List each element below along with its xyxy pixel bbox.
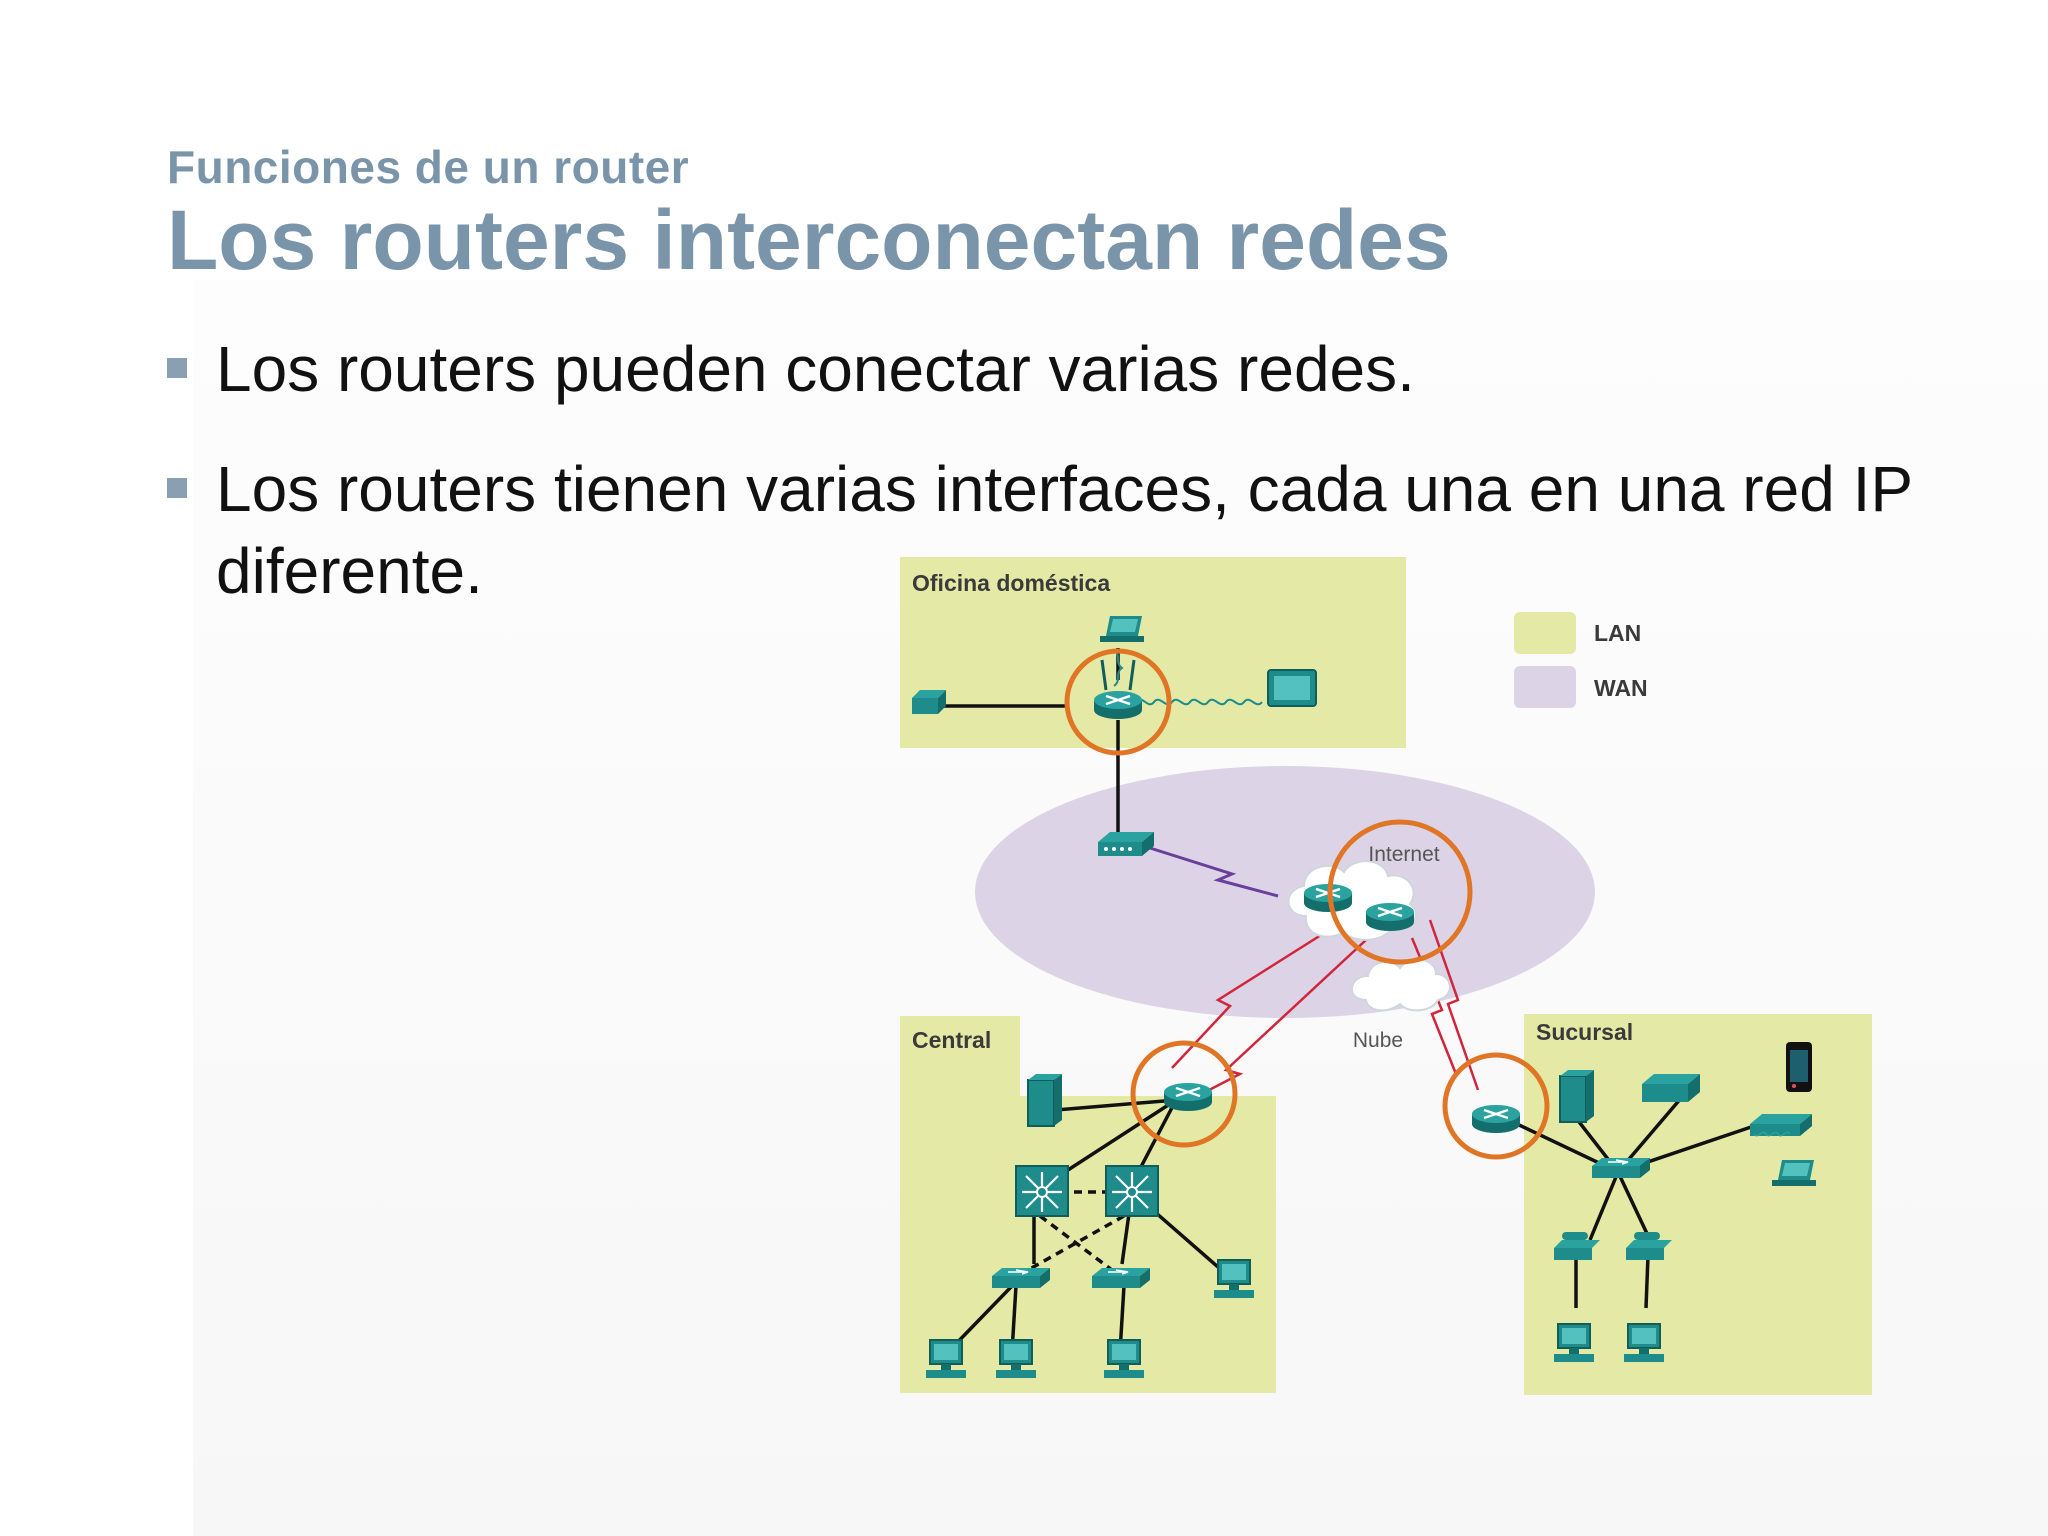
printer-icon: [1642, 1074, 1700, 1102]
wireless-link: [1113, 649, 1124, 687]
branch-router-icon: [1470, 1103, 1522, 1135]
zone-label-home: Oficina doméstica: [912, 570, 1110, 596]
legend-wan-label: WAN: [1594, 675, 1648, 701]
pc-icon: [1553, 1323, 1595, 1363]
tablet-icon: [1267, 669, 1317, 707]
zone-label-central: Central: [912, 1027, 991, 1053]
cloud-icon: [1351, 958, 1451, 1012]
bullet-square-icon: [167, 478, 187, 498]
bullet-square-icon: [167, 358, 187, 378]
bullet-list: Los routers pueden conectar varias redes…: [167, 328, 1912, 650]
dsl-modem-icon: [1098, 832, 1154, 856]
wireless-access-point-icon: [1750, 1114, 1812, 1137]
legend-lan-swatch: [1514, 612, 1576, 654]
wan-link-home: [1149, 846, 1279, 898]
lan-zone-home: [900, 557, 1406, 748]
internet-label: Internet: [1368, 843, 1439, 866]
central-router-icon: [1162, 1081, 1214, 1113]
pc-icon: [995, 1339, 1037, 1379]
pc-icon: [1103, 1339, 1145, 1379]
pc-icon: [1213, 1259, 1255, 1299]
legend-wan-swatch: [1514, 666, 1576, 708]
switch-icon: [1591, 1157, 1651, 1179]
cloud-label: Nube: [1353, 1029, 1403, 1052]
wireless-router-icon: [1092, 659, 1144, 721]
lan-zone-central: [900, 1016, 1276, 1393]
network-diagram: LAN WAN Oficina doméstica Central Sucurs…: [900, 557, 1872, 1395]
smartphone-icon: [1786, 1042, 1812, 1092]
pc-icon: [1623, 1323, 1665, 1363]
wireless-link: [1137, 698, 1263, 706]
bullet-item: Los routers tienen varias interfaces, ca…: [167, 448, 1936, 612]
bullet-item: Los routers pueden conectar varias redes…: [167, 328, 1867, 410]
bullet-text: Los routers pueden conectar varias redes…: [216, 333, 1415, 405]
slide-subtitle: Funciones de un router: [167, 141, 690, 193]
cable-modem-icon: [912, 690, 946, 714]
internet-router-icon: [1364, 901, 1416, 933]
wan-zone: [975, 766, 1595, 1018]
server-icon: [1559, 1069, 1595, 1123]
bullet-text: Los routers tienen varias interfaces, ca…: [216, 453, 1912, 607]
slide-title: Los routers interconectan redes: [167, 193, 1451, 287]
router-highlight-rings: [1064, 648, 1550, 1160]
multilayer-switch-icon: [1104, 1164, 1160, 1218]
server-icon: [1027, 1073, 1063, 1127]
pc-icon: [925, 1339, 967, 1379]
multilayer-switch-icon: [1014, 1164, 1070, 1218]
switch-icon: [991, 1267, 1051, 1289]
legend-lan-label: LAN: [1594, 620, 1641, 646]
zone-label-branch: Sucursal: [1536, 1019, 1633, 1045]
switch-icon: [1091, 1267, 1151, 1289]
